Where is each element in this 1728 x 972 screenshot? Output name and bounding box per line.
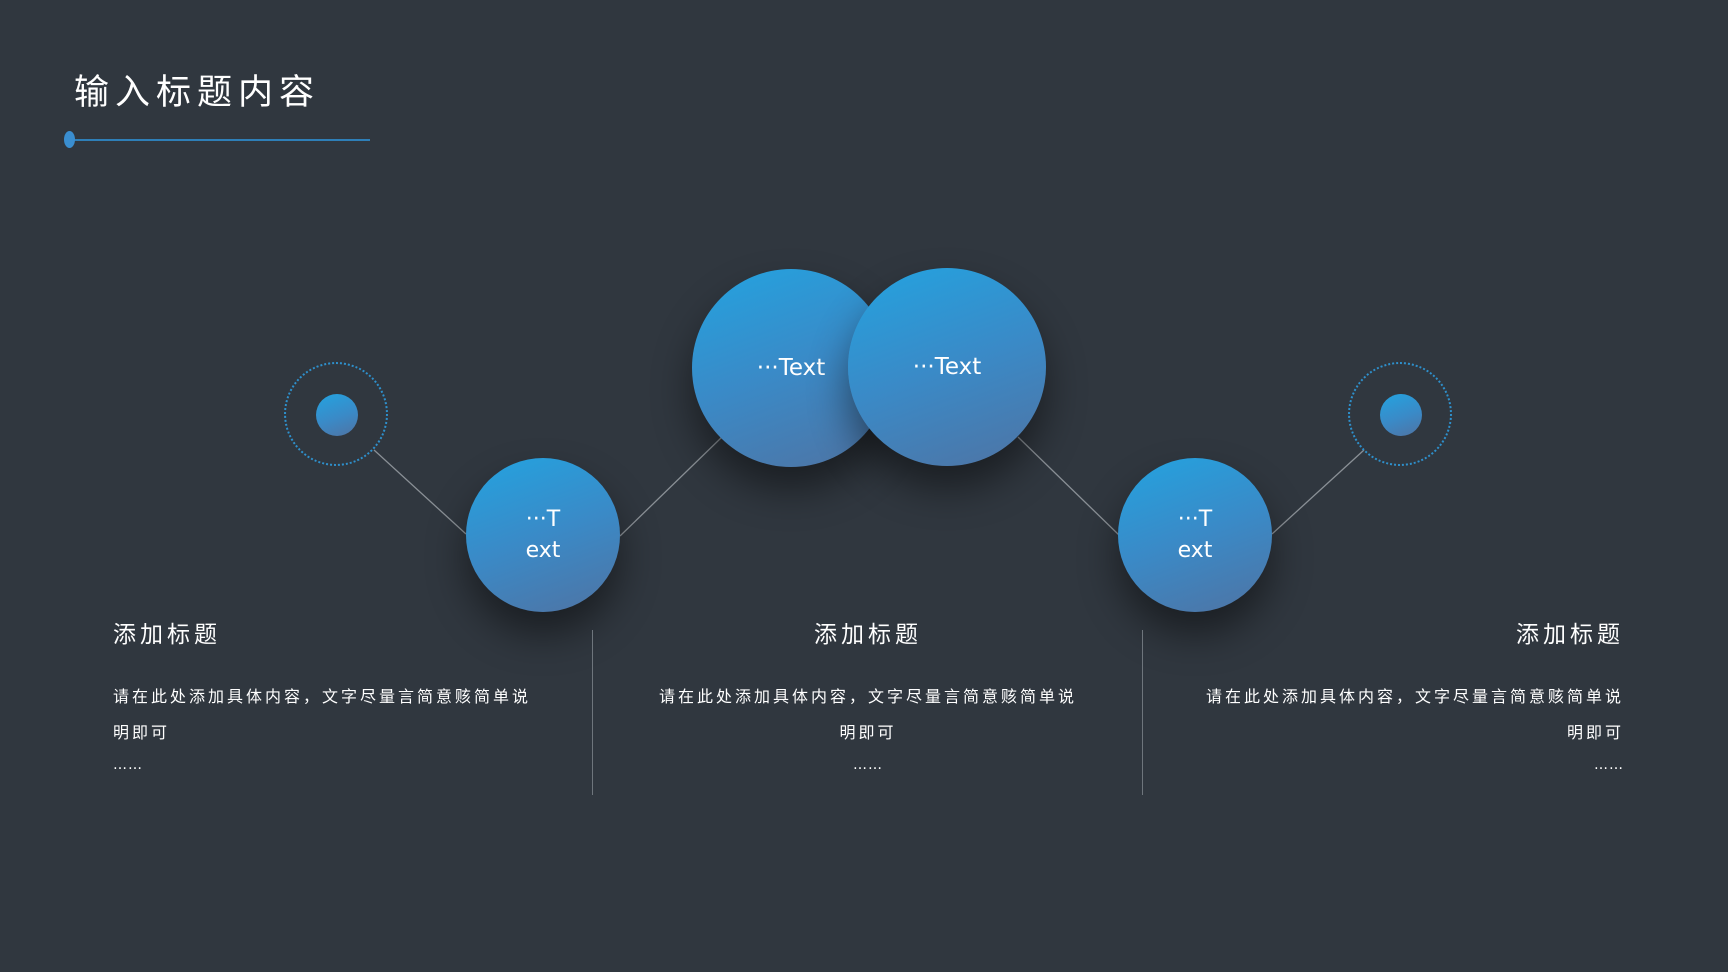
connector-left-inner <box>619 436 723 537</box>
title-underline-dot <box>64 131 75 148</box>
item-body: 请在此处添加具体内容，文字尽量言简意赅简单说明即可 …… <box>113 679 533 783</box>
center-right-circle: ···Text <box>848 268 1046 466</box>
item-ellipsis: …… <box>113 757 143 773</box>
item-block-left: 添加标题 请在此处添加具体内容，文字尽量言简意赅简单说明即可 …… <box>113 615 533 783</box>
right-node-dot <box>1380 394 1422 436</box>
item-ellipsis: …… <box>853 757 883 773</box>
title-underline <box>70 139 370 141</box>
center-right-circle-label: ···Text <box>912 354 982 380</box>
connector-right-inner <box>1017 436 1121 537</box>
item-block-center: 添加标题 请在此处添加具体内容，文字尽量言简意赅简单说明即可 …… <box>658 615 1078 783</box>
left-medium-circle-label: ···Text <box>525 507 561 563</box>
divider-left <box>592 630 593 795</box>
left-medium-circle: ···Text <box>466 458 620 612</box>
center-left-circle-label: ···Text <box>756 355 826 381</box>
connector-left-outer <box>373 449 467 535</box>
item-title: 添加标题 <box>113 622 221 648</box>
left-node-dot <box>316 394 358 436</box>
left-dotted-ring <box>284 362 388 466</box>
connector-right-outer <box>1271 449 1365 535</box>
item-body: 请在此处添加具体内容，文字尽量言简意赅简单说明即可 …… <box>658 679 1078 783</box>
divider-right <box>1142 630 1143 795</box>
item-block-right: 添加标题 请在此处添加具体内容，文字尽量言简意赅简单说明即可 …… <box>1204 615 1624 783</box>
item-ellipsis: …… <box>1594 757 1624 773</box>
item-body: 请在此处添加具体内容，文字尽量言简意赅简单说明即可 …… <box>1204 679 1624 783</box>
item-title: 添加标题 <box>814 622 922 648</box>
item-title: 添加标题 <box>1516 622 1624 648</box>
right-medium-circle-label: ···Text <box>1177 507 1213 563</box>
right-dotted-ring <box>1348 362 1452 466</box>
page-title: 输入标题内容 <box>74 73 321 113</box>
right-medium-circle: ···Text <box>1118 458 1272 612</box>
